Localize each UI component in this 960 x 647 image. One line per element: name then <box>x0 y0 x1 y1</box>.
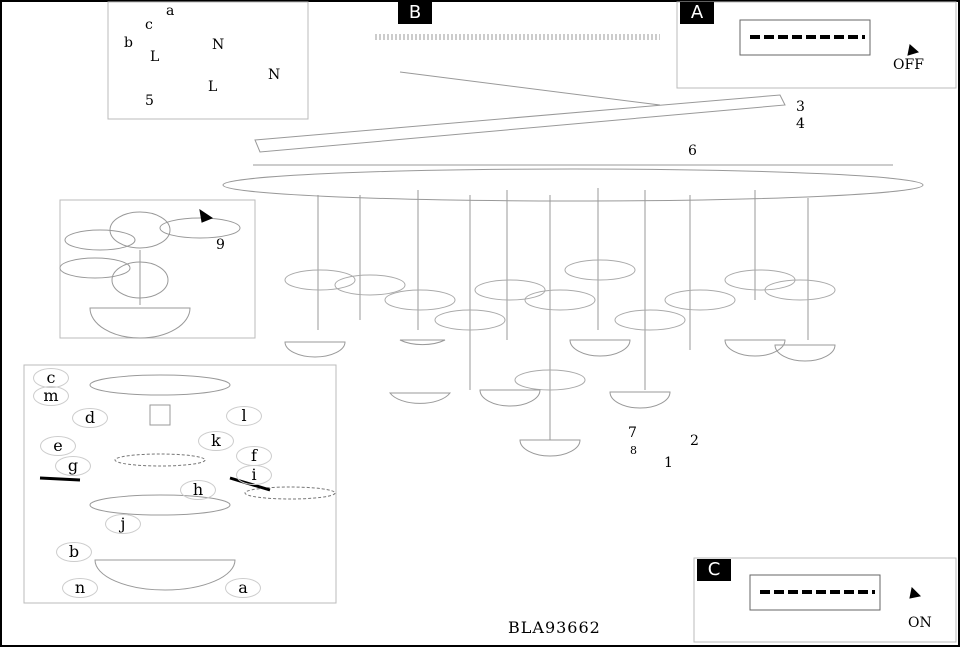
detail-label-e: e <box>40 436 76 456</box>
off-label: OFF <box>893 57 924 73</box>
detail-label-b: b <box>56 542 92 562</box>
detail-label-f: f <box>236 446 272 466</box>
step-3: 3 <box>796 99 805 115</box>
step-5: 5 <box>145 93 154 109</box>
detail-label-d: d <box>72 408 108 428</box>
panel-a-tag: A <box>680 2 714 24</box>
switch-strip-c <box>749 574 881 611</box>
mounting-bar <box>254 94 786 153</box>
wire-label-n1: N <box>212 37 225 53</box>
inset-detail-panel <box>23 364 337 604</box>
panel-c-tag: C <box>697 559 731 581</box>
model-number: BLA93662 <box>508 618 601 637</box>
detail-label-c: c <box>33 368 69 388</box>
wire-label-l2: L <box>208 79 218 95</box>
panel-b-tag: B <box>398 2 432 24</box>
detail-label-g: g <box>55 456 91 476</box>
step-4: 4 <box>796 116 805 132</box>
exploded-parts <box>89 374 336 591</box>
glass-shades <box>284 339 836 457</box>
detail-label-a: a <box>225 578 261 598</box>
step-7: 7 <box>628 425 637 441</box>
detail-label-i: i <box>236 465 272 485</box>
step-9: 9 <box>216 237 225 253</box>
inset-wiring-panel <box>107 1 309 120</box>
flower-petals <box>284 259 836 391</box>
on-label: ON <box>908 615 932 631</box>
panel-c <box>693 557 957 643</box>
wire-label-l1: L <box>150 49 160 65</box>
wire-label-b: b <box>124 35 133 51</box>
detail-label-k: k <box>198 431 234 451</box>
step-2: 2 <box>690 433 699 449</box>
wire-label-a: a <box>166 3 175 19</box>
step-8: 8 <box>630 444 637 457</box>
mounting-rail <box>399 71 661 106</box>
flower-detail <box>59 211 241 339</box>
detail-label-h: h <box>180 480 216 500</box>
switch-strip-a <box>739 19 871 56</box>
wire-label-c: c <box>145 17 153 33</box>
canopy-disc <box>222 168 924 202</box>
detail-label-j: j <box>105 514 141 534</box>
pendant-rods <box>317 188 809 440</box>
detail-label-l: l <box>226 406 262 426</box>
panel-a <box>676 1 957 89</box>
detail-label-n: n <box>62 578 98 598</box>
step-6: 6 <box>688 143 697 159</box>
wire-label-n2: N <box>268 67 281 83</box>
detail-label-m: m <box>33 386 69 406</box>
step-1: 1 <box>664 455 673 471</box>
